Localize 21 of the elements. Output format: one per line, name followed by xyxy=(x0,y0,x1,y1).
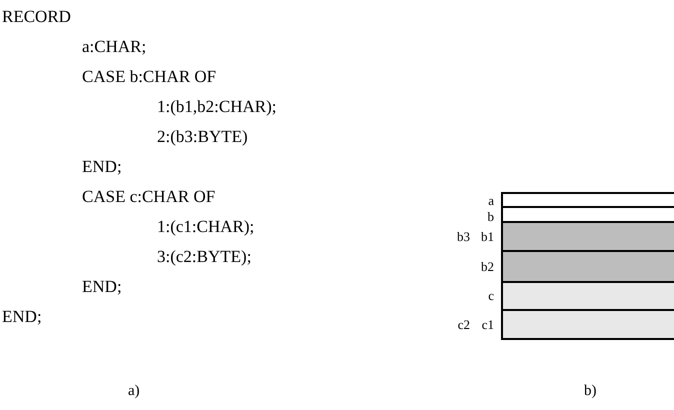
field-label: b2 xyxy=(481,260,494,273)
field-label: b xyxy=(488,210,494,223)
code-line: 1:(b1,b2:CHAR); xyxy=(157,98,276,115)
field-label: c xyxy=(488,289,494,302)
field-label: b1 xyxy=(481,230,494,243)
code-line: 1:(c1:CHAR); xyxy=(157,218,254,235)
code-line: 2:(b3:BYTE) xyxy=(157,128,248,145)
field-label: c1 xyxy=(482,318,494,331)
code-line: CASE b:CHAR OF xyxy=(82,68,216,85)
code-line: CASE c:CHAR OF xyxy=(82,188,216,205)
code-line: END; xyxy=(2,308,42,325)
field-label: b3 xyxy=(457,230,470,243)
code-line: 3:(c2:BYTE); xyxy=(157,248,252,265)
subfigure-caption: b) xyxy=(584,384,596,399)
code-line: RECORD xyxy=(2,8,71,25)
field-label: a xyxy=(488,194,494,207)
code-line: END; xyxy=(82,278,122,295)
subfigure-caption: a) xyxy=(128,384,140,399)
field-label: c2 xyxy=(458,318,470,331)
code-line: a:CHAR; xyxy=(82,38,146,55)
code-line: END; xyxy=(82,158,122,175)
